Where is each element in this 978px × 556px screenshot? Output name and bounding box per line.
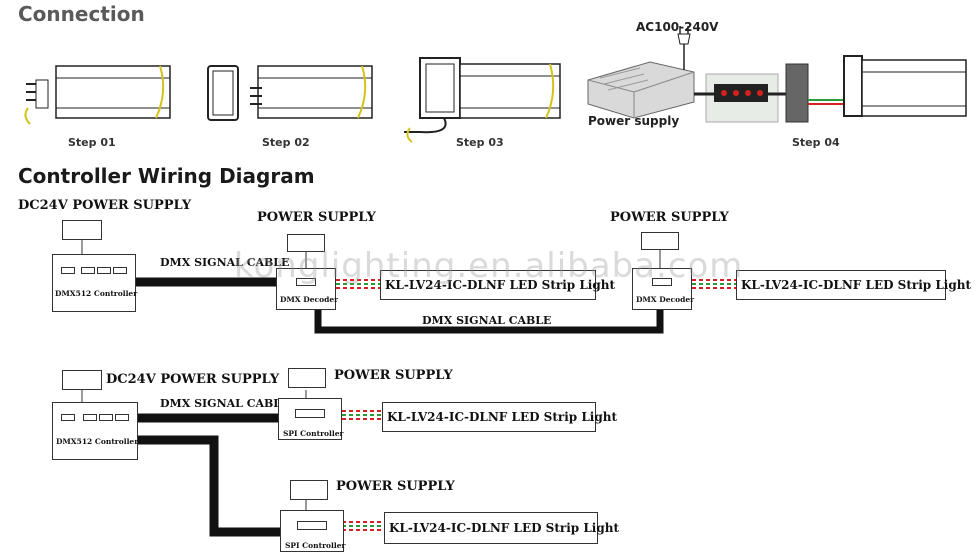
power-supply-label-3: POWER SUPPLY <box>334 368 453 383</box>
step4-illustration <box>587 26 967 123</box>
power-supply-box-1 <box>287 234 325 252</box>
dmx-decoder-box-1: DMX Decoder <box>276 268 339 310</box>
spi-controller-box-2: SPI Controller <box>280 510 346 552</box>
led-strip-box-2: KL-LV24-IC-DLNF LED Strip Light <box>736 270 971 300</box>
connection-title: Connection <box>18 2 145 26</box>
step-label-3: Step 03 <box>456 136 504 149</box>
step-label-2: Step 02 <box>262 136 310 149</box>
decoder-port <box>652 278 672 286</box>
step1-illustration <box>24 65 171 125</box>
spi-controller-box-1: SPI Controller <box>278 398 344 440</box>
power-supply-box-4 <box>290 480 328 500</box>
dmx-decoder-label-2: DMX Decoder <box>636 295 695 304</box>
dmx-signal-label-1: DMX SIGNAL CABLE <box>160 256 290 269</box>
led-strip-box-1: KL-LV24-IC-DLNF LED Strip Light <box>380 270 615 300</box>
spi-port <box>297 521 327 530</box>
power-supply-box-3 <box>288 368 326 388</box>
decoder-port <box>296 278 316 286</box>
controller-port <box>97 267 111 274</box>
controller-port <box>81 267 95 274</box>
dmx-signal-label-3: DMX SIGNAL CABLE <box>160 397 290 410</box>
dmx-decoder-label-1: DMX Decoder <box>280 295 339 304</box>
dmx512-controller-label: DMX512 Controller <box>55 289 138 298</box>
power-supply-label-1: POWER SUPPLY <box>257 210 376 225</box>
dc24v-power-supply-label: DC24V POWER SUPPLY <box>18 198 192 213</box>
power-supply-label-2: POWER SUPPLY <box>610 210 729 225</box>
watermark: konglighting.en.alibaba.com <box>234 246 744 286</box>
dmx512-controller-box: DMX512 Controller <box>52 254 138 312</box>
controller-port <box>83 414 97 421</box>
dc24v-power-supply-label-2: DC24V POWER SUPPLY <box>106 372 280 387</box>
controller-port <box>113 267 127 274</box>
step3-illustration <box>404 57 561 143</box>
power-supply-caption: Power supply <box>588 114 680 128</box>
step-label-4: Step 04 <box>792 136 840 149</box>
ac-voltage-label: AC100-240V <box>636 20 719 34</box>
controller-port <box>115 414 129 421</box>
led-strip-box-4: KL-LV24-IC-DLNF LED Strip Light <box>384 512 619 544</box>
wiring-title: Controller Wiring Diagram <box>18 164 315 188</box>
spi-controller-label-1: SPI Controller <box>283 429 344 438</box>
dc24v-power-supply-box-2 <box>62 370 102 390</box>
dmx-decoder-box-2: DMX Decoder <box>632 268 695 310</box>
controller-port <box>61 267 75 274</box>
dmx-signal-label-2: DMX SIGNAL CABLE <box>422 314 552 327</box>
controller-port <box>61 414 75 421</box>
spi-controller-label-2: SPI Controller <box>285 541 346 550</box>
spi-port <box>295 409 325 418</box>
wiring-cables <box>81 240 736 537</box>
power-supply-box-2 <box>641 232 679 250</box>
dmx512-controller-label-2: DMX512 Controller <box>56 437 139 446</box>
dc24v-power-supply-box <box>62 220 102 240</box>
step-label-1: Step 01 <box>68 136 116 149</box>
step2-illustration <box>207 65 373 121</box>
power-supply-label-4: POWER SUPPLY <box>336 479 455 494</box>
led-strip-box-3: KL-LV24-IC-DLNF LED Strip Light <box>382 402 617 432</box>
controller-port <box>99 414 113 421</box>
dmx512-controller-box-2: DMX512 Controller <box>52 402 138 460</box>
